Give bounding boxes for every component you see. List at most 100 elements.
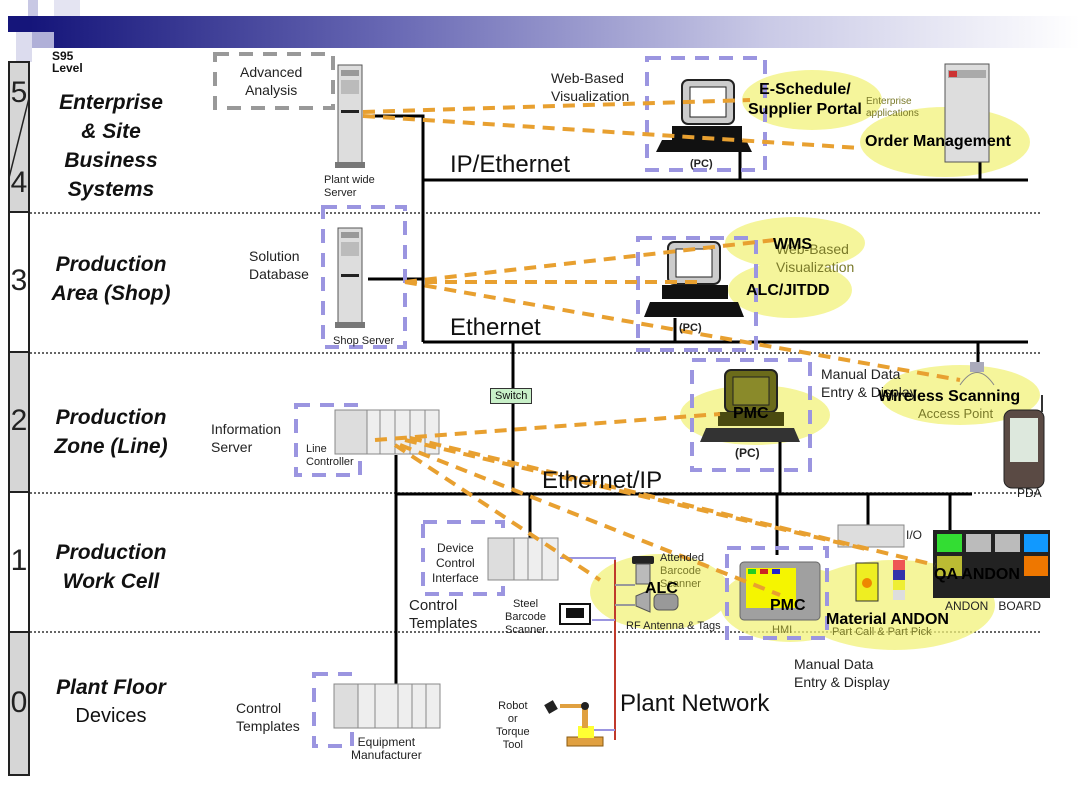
label-line: Server — [211, 439, 253, 455]
level-5-4-title: Enterprise & Site Business Systems — [38, 88, 184, 204]
device-control-plc-icon — [487, 537, 559, 581]
level-1-title: Production Work Cell — [38, 538, 184, 596]
wireless-scanning-highlight: Wireless Scanning — [878, 388, 1021, 405]
highlight-alc — [590, 554, 730, 630]
pmc-pc-highlight: PMC — [733, 405, 769, 422]
material-andon-highlight: Material ANDON — [826, 611, 949, 628]
plant-wide-server-icon — [335, 64, 365, 168]
label-line: Enterprise — [866, 96, 912, 107]
label-line: Solution — [249, 248, 300, 264]
label-line: Device — [437, 541, 474, 555]
label-line: Line — [306, 443, 327, 455]
label-line: or — [507, 713, 518, 725]
io-module-icon — [837, 524, 905, 548]
title-line: Enterprise — [59, 91, 163, 114]
label-line: Manufacturer — [351, 748, 422, 762]
shop-server-box — [321, 205, 407, 349]
pmc-hmi-highlight: PMC — [770, 597, 806, 614]
label-line: Database — [249, 266, 309, 282]
e-schedule-highlight: E-Schedule/ Supplier Portal — [748, 80, 862, 120]
rf-antenna-label: RF Antenna & Tags — [626, 620, 721, 632]
label-line: Equipment — [357, 735, 416, 749]
label-line: Barcode — [505, 611, 546, 623]
label-line: Information — [211, 421, 282, 437]
level-0-title: Plant Floor Devices — [38, 673, 184, 731]
label-line: Torque — [496, 726, 530, 738]
device-control-interface-label: Device Control Interface — [432, 541, 479, 586]
level-label: Level — [52, 61, 83, 75]
title-line: Business — [64, 149, 158, 172]
title-line: Systems — [67, 178, 155, 201]
title-line: Zone (Line) — [54, 435, 168, 458]
attended-barcode-scanner-icon — [632, 556, 654, 585]
equipment-plc-icon — [333, 683, 441, 729]
label-line: Analysis — [245, 82, 298, 98]
highlight-wms — [725, 217, 865, 269]
label-line: Advanced — [240, 64, 303, 80]
wms-highlight: WMS — [773, 236, 813, 253]
network-switch: Switch — [490, 388, 533, 404]
pda-label: PDA — [1017, 486, 1042, 500]
pc-label-level3: (PC) — [679, 322, 702, 334]
qa-andon-highlight: QA ANDON — [934, 566, 1020, 583]
title-subline: Devices — [75, 705, 147, 727]
andon-board-label: ANDON BOARD — [945, 599, 1042, 613]
level-number-3: 3 — [10, 264, 28, 297]
label-line: Controller — [306, 456, 354, 468]
label-line: Web-Based — [776, 241, 849, 257]
label-line: Web-Based — [551, 70, 624, 86]
access-point-icon — [959, 362, 995, 386]
ethernet-label: Ethernet — [450, 314, 541, 341]
line-controller-label: Line Controller — [306, 443, 354, 469]
manual-data-entry-label-2: Manual Data Entry & Display — [794, 655, 890, 691]
plant-network-label: Plant Network — [620, 690, 770, 717]
label-line: Manual Data — [794, 656, 874, 672]
highlight-e-schedule — [742, 70, 882, 130]
pc-icon-level2 — [700, 369, 800, 442]
control-templates-label-level0: Control Templates — [236, 699, 300, 735]
title-banner — [8, 0, 1080, 62]
label-line: Visualization — [776, 259, 855, 275]
title-line: Production — [55, 253, 167, 276]
part-call-label: Part Call & Part Pick — [832, 626, 932, 638]
title-line: Area (Shop) — [51, 282, 171, 305]
advanced-analysis-box — [213, 52, 335, 110]
ip-ethernet-label: IP/Ethernet — [450, 151, 571, 178]
level-number-5: 5 — [10, 76, 28, 109]
pc-label-level2: (PC) — [735, 446, 760, 460]
pc-box-level2 — [690, 358, 812, 472]
label-line: Control — [436, 556, 475, 570]
label-line: E-Schedule/ — [759, 81, 851, 98]
level-number-0: 0 — [10, 686, 28, 719]
equipment-manufacturer-label: Equipment Manufacturer — [351, 736, 422, 762]
solution-database-label: Solution Database — [249, 247, 309, 283]
label-line: Templates — [236, 718, 300, 734]
title-line: & Site — [81, 120, 141, 143]
alc-highlight: ALC — [645, 580, 678, 597]
enterprise-server-icon — [944, 63, 990, 163]
label-line: Interface — [432, 571, 479, 585]
web-based-viz-label: Web-Based Visualization — [551, 69, 629, 105]
hmi-box — [725, 546, 829, 640]
web-based-viz-faint-label: Web-Based Visualization — [776, 240, 854, 276]
andon-board — [933, 530, 1050, 598]
attended-barcode-scanner-label: Attended Barcode Scanner — [660, 552, 704, 591]
stack-light-icon — [893, 560, 905, 600]
pc-box-level3 — [636, 236, 758, 352]
pc-box-level5 — [645, 56, 767, 172]
label-line: Scanner — [505, 624, 546, 636]
steel-barcode-scanner-icon — [559, 603, 591, 625]
shop-server-label: Shop Server — [333, 335, 395, 347]
s95-level-heading: S95 Level — [52, 50, 83, 74]
label-line: Manual Data — [821, 366, 901, 382]
label-line: Templates — [409, 615, 478, 632]
label-line: Scanner — [660, 578, 701, 590]
enterprise-apps-label: Enterprise applications — [866, 96, 919, 120]
robot-arm-icon — [544, 700, 604, 747]
level-3-title: Production Area (Shop) — [38, 250, 184, 308]
hmi-icon — [739, 561, 821, 621]
access-point-label: Access Point — [918, 406, 994, 421]
ethernet-ip-label: Ethernet/IP — [542, 467, 663, 494]
label-line: Visualization — [551, 88, 630, 104]
